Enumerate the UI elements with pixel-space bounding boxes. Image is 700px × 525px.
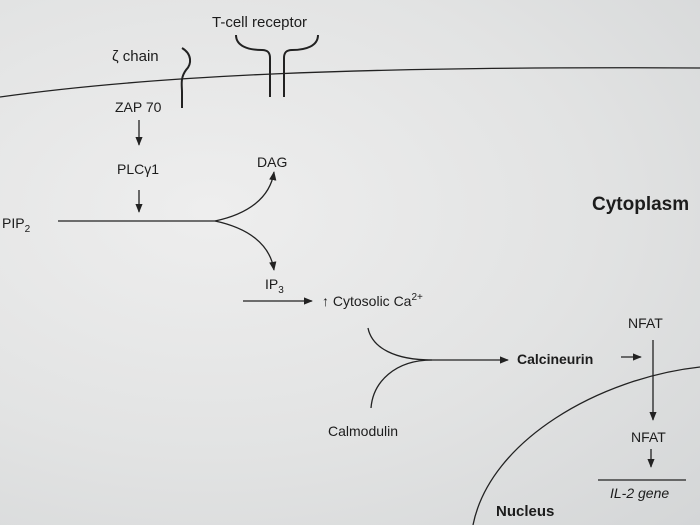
arrow-to-dag: [214, 171, 277, 222]
ip3-main: IP: [265, 276, 278, 292]
tcell-receptor-label: T-cell receptor: [212, 14, 307, 31]
ip3-subscript: 3: [278, 285, 284, 296]
nfat-top-label: NFAT: [628, 315, 663, 331]
zeta-chain-squiggle: [180, 47, 192, 108]
pip2-label: PIP2: [2, 215, 31, 235]
ip3-label: IP3: [265, 276, 284, 296]
calcineurin-label: Calcineurin: [517, 351, 593, 367]
zeta-chain-label: ζ chain: [112, 48, 159, 65]
calmodulin-merge-curve: [370, 359, 433, 409]
cytosolic-ca-superscript: 2+: [411, 292, 423, 303]
cytoplasm-label: Cytoplasm: [592, 194, 689, 215]
nfat-bottom-label: NFAT: [631, 429, 666, 445]
cytosolic-ca-label: ↑ Cytosolic Ca2+: [322, 292, 423, 309]
plcg1-label: PLCγ1: [117, 161, 159, 177]
cytosolic-ca-main: ↑ Cytosolic Ca: [322, 293, 412, 309]
tcr-bracket-right: [283, 34, 319, 97]
calmodulin-label: Calmodulin: [328, 423, 398, 439]
arrow-to-ip3: [214, 220, 277, 271]
tcr-bracket-left: [235, 34, 271, 97]
zap70-label: ZAP 70: [115, 99, 162, 115]
il2-gene-label: IL-2 gene: [610, 485, 669, 501]
pip2-main: PIP: [2, 215, 25, 231]
pip2-subscript: 2: [25, 224, 31, 235]
dag-label: DAG: [257, 154, 287, 170]
plasma-membrane: [0, 67, 700, 98]
ca-merge-curve: [367, 327, 433, 361]
nuclear-envelope: [472, 366, 700, 525]
nucleus-label: Nucleus: [496, 503, 554, 520]
